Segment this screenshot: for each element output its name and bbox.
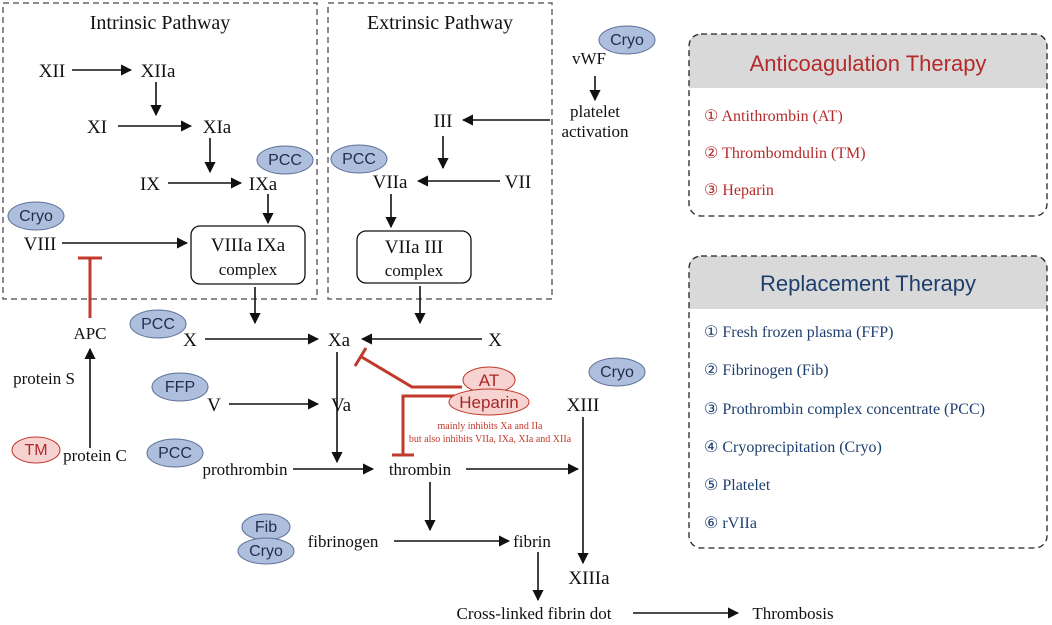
node-thrombosis: Thrombosis (752, 604, 833, 623)
tag-cryo-fibrinogen: Cryo (237, 537, 295, 565)
node-x-left: X (183, 330, 197, 351)
node-va: Va (331, 395, 352, 416)
replacement-header-bg (689, 256, 1047, 309)
node-viia: VIIa (373, 172, 408, 193)
tag-pcc-x: PCC (129, 309, 187, 339)
platelet-activation-line2: activation (561, 122, 629, 141)
tag-pcc-ixa: PCC (256, 145, 314, 175)
viia-iii-complex-sub: complex (385, 261, 444, 280)
node-protein-c: protein C (63, 446, 127, 465)
replacement-title: Replacement Therapy (760, 271, 976, 296)
heparin-note-line1: mainly inhibits Xa and IIa (438, 421, 544, 432)
tag-pcc-ixa-label: PCC (268, 152, 302, 169)
tag-ffp-v: FFP (151, 372, 209, 402)
node-x-right: X (488, 330, 502, 351)
node-xiia: XIIa (141, 61, 176, 82)
node-v: V (207, 395, 221, 416)
viia-iii-complex-label: VIIa III (385, 237, 444, 258)
tag-pcc-x-label: PCC (141, 316, 175, 333)
replacement-item-5: ⑤ Platelet (704, 477, 771, 494)
tag-tm: TM (11, 436, 61, 464)
node-xia: XIa (203, 117, 232, 138)
inhibition-lines (78, 256, 462, 457)
tag-pcc-viia-label: PCC (342, 151, 376, 168)
extrinsic-pathway-title: Extrinsic Pathway (367, 12, 513, 34)
tag-at-label: AT (479, 371, 499, 390)
node-thrombin: thrombin (389, 460, 452, 479)
anticoagulation-header-bg (689, 34, 1047, 88)
node-ix: IX (140, 174, 160, 195)
tag-cryo-fibrinogen-label: Cryo (249, 543, 283, 560)
node-crosslinked-fibrin: Cross-linked fibrin dot (457, 604, 612, 623)
tag-fib-fibrinogen: Fib (241, 513, 291, 541)
heparin-inhibits-xa-line (359, 354, 462, 389)
tag-cryo-vwf: Cryo (598, 25, 656, 55)
node-xiii: XIII (567, 395, 600, 416)
node-ixa: IXa (249, 174, 278, 195)
node-prothrombin: prothrombin (203, 460, 288, 479)
tag-pcc-prothrombin-label: PCC (158, 445, 192, 462)
node-iii: III (434, 111, 453, 132)
extrinsic-pathway-box (327, 2, 553, 300)
anticoagulation-border (688, 33, 1048, 217)
viiia-ixa-complex-box (190, 225, 306, 285)
node-vwf: vWF (572, 49, 606, 68)
heparin-inhibits-thrombin-line (401, 394, 462, 455)
platelet-activation-line1: platelet (570, 102, 620, 121)
replacement-panel: Replacement Therapy ① Fresh frozen plasm… (688, 255, 1048, 549)
tag-heparin-label: Heparin (459, 393, 519, 412)
node-apc: APC (73, 324, 106, 343)
viiia-ixa-complex-label: VIIIa IXa (211, 235, 286, 256)
viiia-ixa-complex-sub: complex (219, 260, 278, 279)
anticoagulation-item-3: ③ Heparin (704, 182, 774, 199)
node-xi: XI (87, 117, 107, 138)
node-xiiia: XIIIa (568, 568, 610, 589)
node-fibrinogen: fibrinogen (308, 532, 379, 551)
tag-ffp-v-label: FFP (165, 379, 195, 396)
reaction-arrows (62, 64, 740, 619)
tag-cryo-xiii-label: Cryo (600, 364, 634, 381)
node-fibrin: fibrin (513, 532, 551, 551)
replacement-item-4: ④ Cryoprecipitation (Cryo) (704, 439, 882, 456)
replacement-item-2: ② Fibrinogen (Fib) (704, 362, 829, 379)
replacement-item-6: ⑥ rVIIa (704, 515, 757, 532)
anticoagulation-title: Anticoagulation Therapy (750, 51, 987, 76)
anticoagulation-item-1: ① Antithrombin (AT) (704, 108, 843, 125)
viia-iii-complex-box (356, 230, 472, 284)
heparin-inhibits-xa-bar (353, 347, 368, 367)
tag-cryo-xiii: Cryo (588, 357, 646, 387)
node-xii: XII (39, 61, 65, 82)
anticoagulation-item-2: ② Thrombomdulin (TM) (704, 145, 866, 162)
anticoagulation-panel: Anticoagulation Therapy ① Antithrombin (… (688, 33, 1048, 217)
tag-tm-label: TM (24, 442, 47, 459)
tag-pcc-viia: PCC (330, 144, 388, 174)
node-protein-s: protein S (13, 369, 75, 388)
heparin-note-line2: but also inhibits VIIa, IXa, XIa and XII… (409, 434, 572, 445)
tag-cryo-viii: Cryo (7, 201, 65, 231)
tag-at-heparin: AT Heparin (448, 366, 530, 416)
tag-pcc-prothrombin: PCC (146, 438, 204, 468)
tag-fib-label: Fib (255, 519, 277, 536)
node-viii: VIII (24, 234, 57, 255)
node-xa: Xa (328, 330, 351, 351)
intrinsic-pathway-title: Intrinsic Pathway (90, 12, 231, 34)
tag-cryo-vwf-label: Cryo (610, 32, 644, 49)
node-vii: VII (505, 172, 531, 193)
replacement-item-3: ③ Prothrombin complex concentrate (PCC) (704, 401, 985, 418)
tag-cryo-viii-label: Cryo (19, 208, 53, 225)
intrinsic-pathway-box (2, 2, 318, 300)
replacement-item-1: ① Fresh frozen plasma (FFP) (704, 324, 893, 341)
